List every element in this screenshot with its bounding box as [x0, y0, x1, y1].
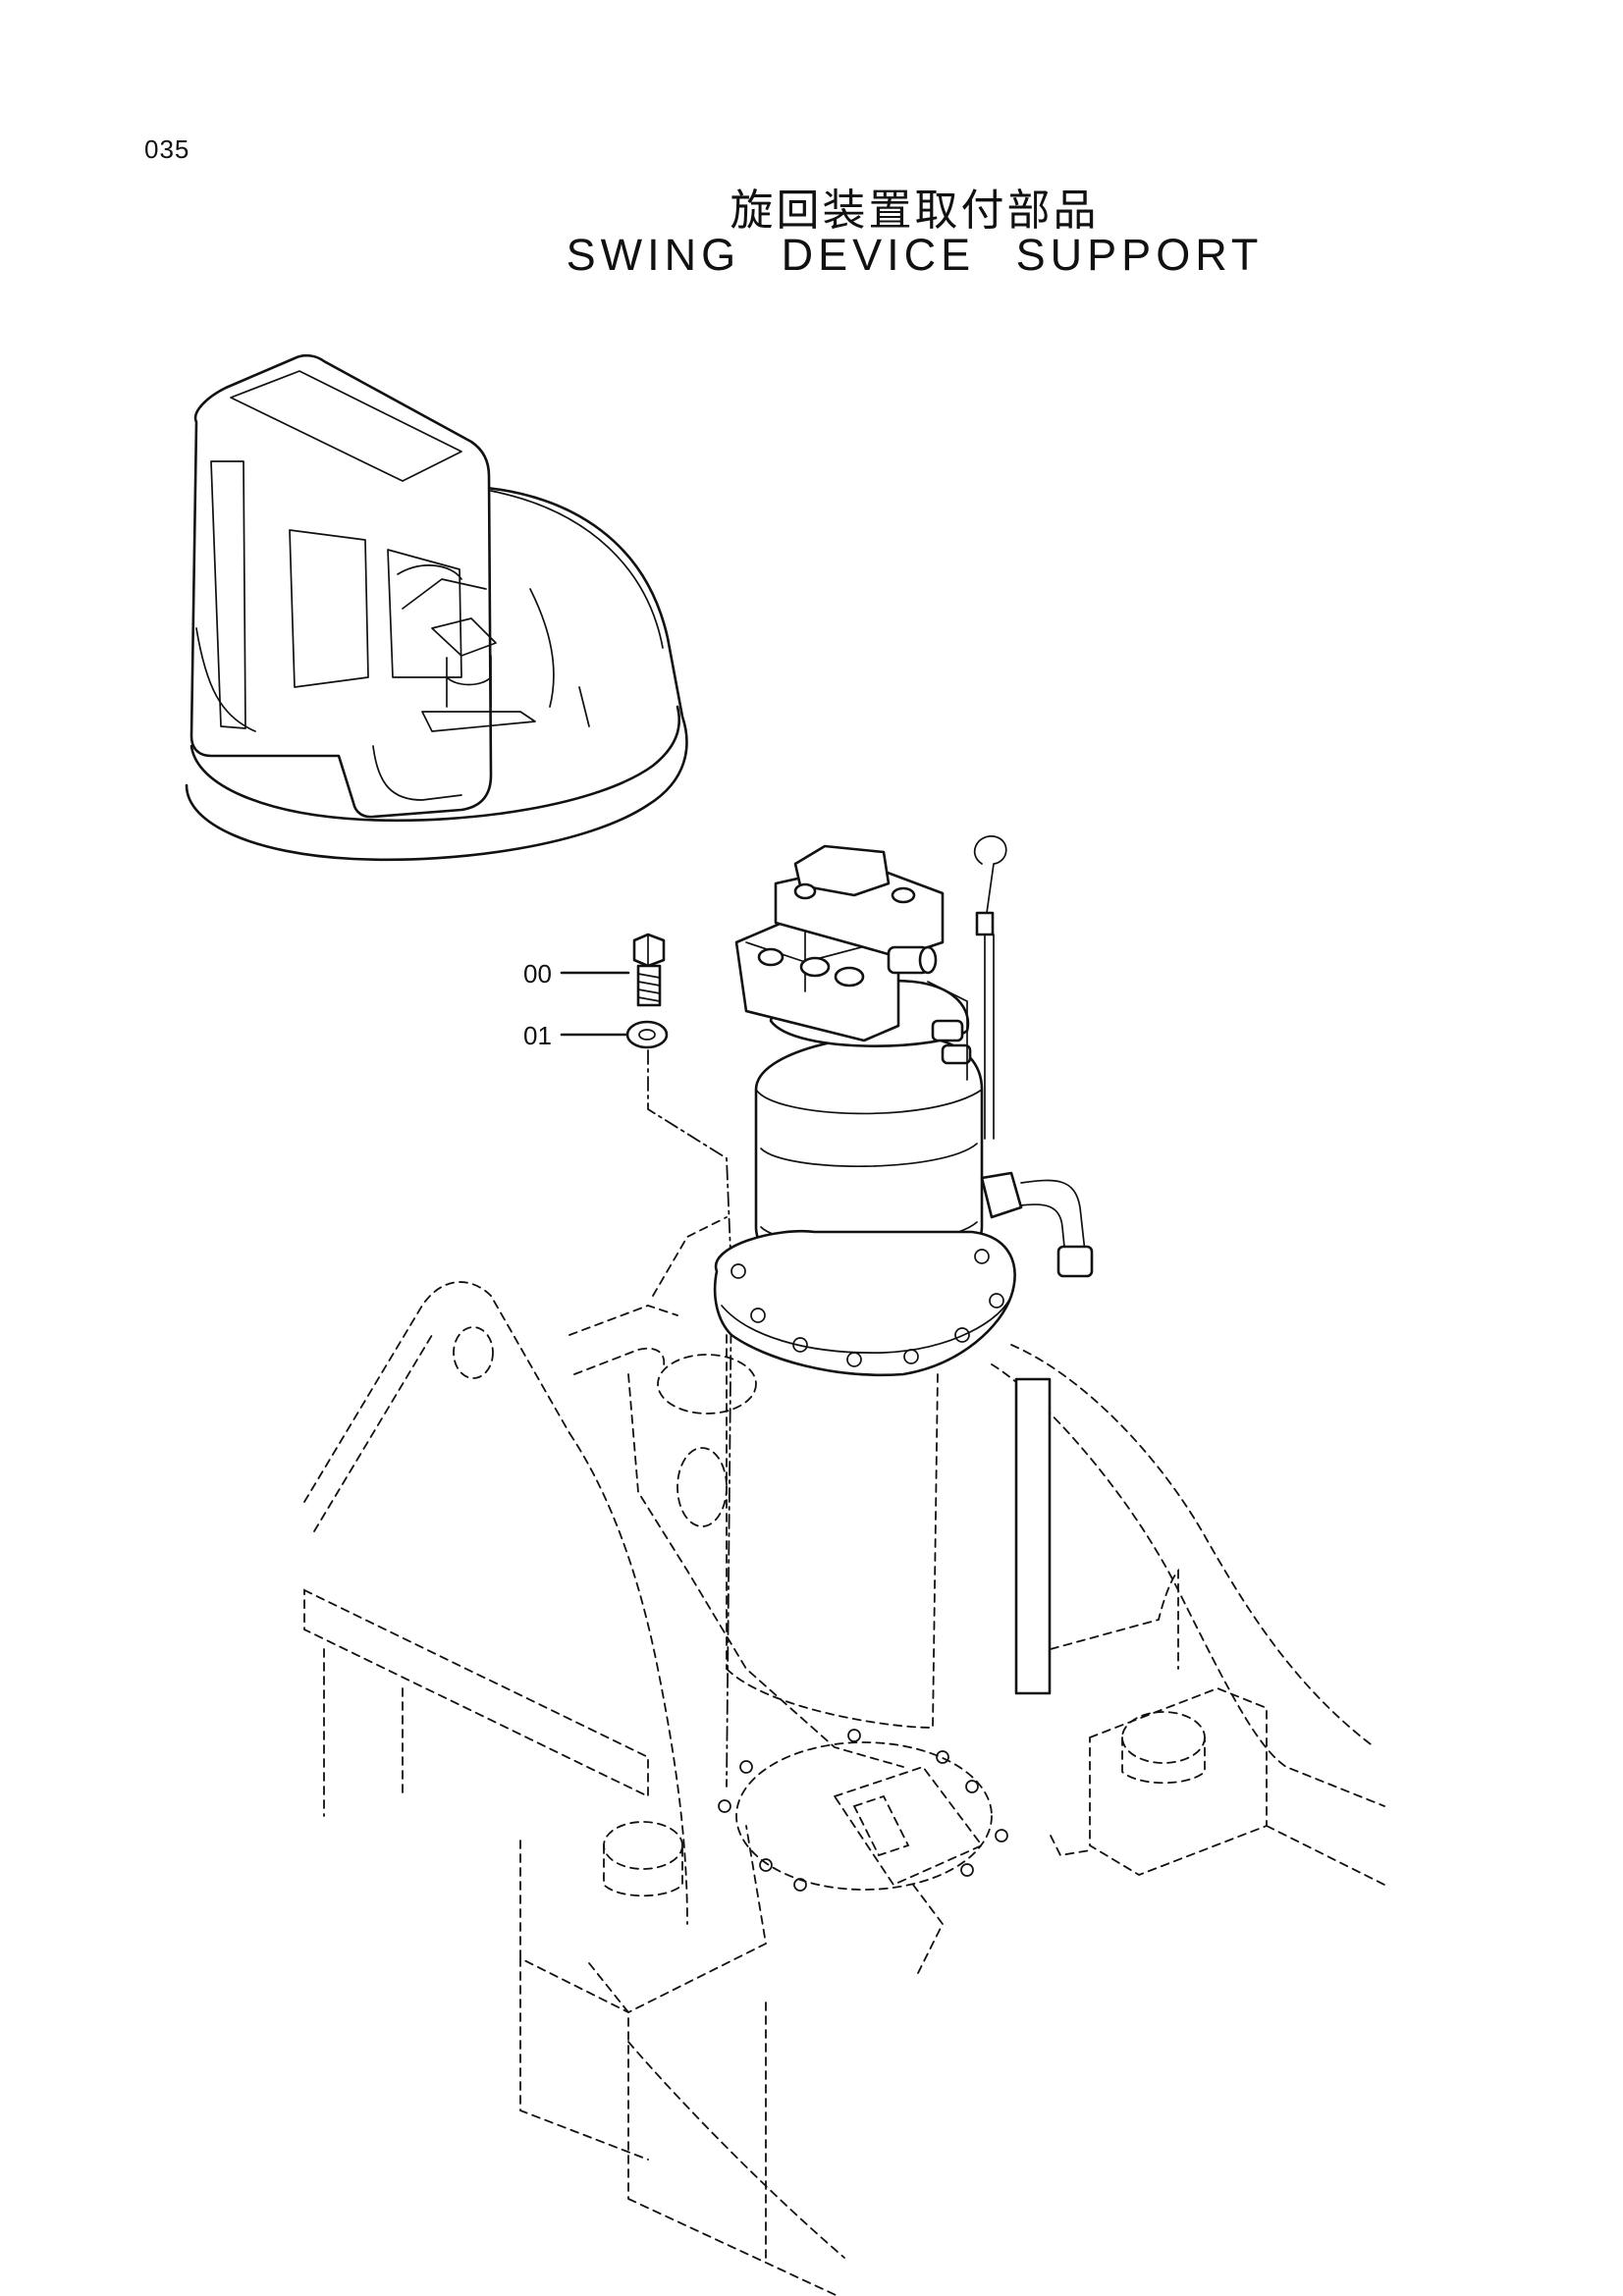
page-number: 035 [144, 134, 190, 164]
assembly-axis [647, 1049, 732, 1788]
swing-motor-icon [713, 835, 1094, 1376]
excavator-overview-icon [185, 353, 688, 862]
callout-leaders [560, 971, 632, 1037]
callout-label-washer: 01 [523, 1021, 552, 1050]
bolt-icon [632, 933, 666, 1007]
page-title-japanese: 旋回装置取付部品 [730, 186, 1100, 236]
page-title-english: SWING DEVICE SUPPORT [566, 230, 1264, 280]
upper-frame-icon [303, 1216, 1385, 2296]
callout-label-bolt: 00 [523, 959, 552, 988]
washer-icon [625, 1020, 669, 1049]
